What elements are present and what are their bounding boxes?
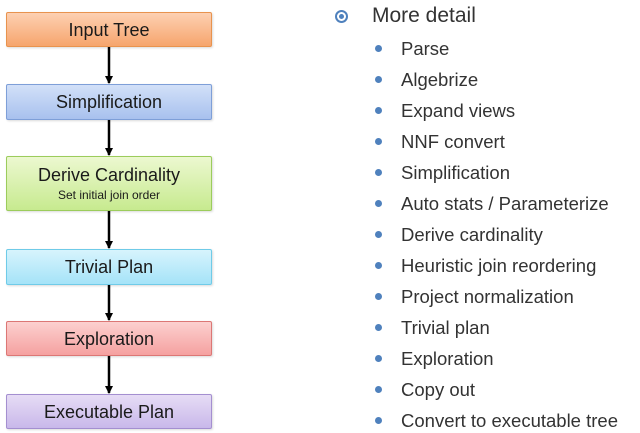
bullet-dot-icon — [375, 76, 382, 83]
flow-step-executable-plan: Executable Plan — [6, 394, 212, 429]
list-item-label: Parse — [401, 38, 450, 59]
flow-step-trivial-plan: Trivial Plan — [6, 249, 212, 285]
bullet-dot-icon — [375, 107, 382, 114]
list-item-label: Derive cardinality — [401, 224, 543, 245]
flow-step-input-tree: Input Tree — [6, 12, 212, 47]
list-item-label: Heuristic join reordering — [401, 255, 597, 276]
bullet-dot-icon — [375, 231, 382, 238]
bullet-dot-icon — [375, 262, 382, 269]
list-item-label: Copy out — [401, 379, 476, 400]
list-item-label: Project normalization — [401, 286, 574, 307]
flow-step-sublabel: Set initial join order — [57, 187, 161, 202]
flow-step-derive-cardinality: Derive Cardinality Set initial join orde… — [6, 156, 212, 211]
flow-step-exploration: Exploration — [6, 321, 212, 356]
list-item-label: NNF convert — [401, 131, 505, 152]
flow-step-label: Simplification — [55, 92, 163, 112]
list-item-label: Algebrize — [401, 69, 479, 90]
bullet-dot-icon — [375, 45, 382, 52]
bullet-dot-icon — [375, 200, 382, 207]
list-item-label: Convert to executable tree — [401, 410, 618, 431]
list-item-label: Exploration — [401, 348, 494, 369]
bullet-dot-icon — [375, 355, 382, 362]
flow-step-label: Exploration — [63, 328, 155, 349]
bullet-dot-icon — [375, 138, 382, 145]
flow-step-label: Executable Plan — [43, 401, 175, 422]
bullet-dot-icon — [375, 169, 382, 176]
flow-step-label: Input Tree — [68, 19, 150, 40]
flow-step-label: Derive Cardinality — [37, 164, 181, 185]
bullet-dot-icon — [375, 324, 382, 331]
detail-heading: More detail — [372, 4, 476, 27]
bullet-dot-icon — [375, 417, 382, 424]
list-item-label: Expand views — [401, 100, 516, 121]
bullet-dot-icon — [375, 386, 382, 393]
circle-dot-icon — [335, 3, 348, 29]
list-item-label: Simplification — [401, 162, 510, 183]
flow-step-label: Trivial Plan — [64, 257, 154, 277]
flow-step-simplification: Simplification — [6, 84, 212, 120]
bullet-dot-icon — [375, 293, 382, 300]
list-item-label: Auto stats / Parameterize — [401, 193, 609, 214]
list-item-label: Trivial plan — [401, 317, 490, 338]
